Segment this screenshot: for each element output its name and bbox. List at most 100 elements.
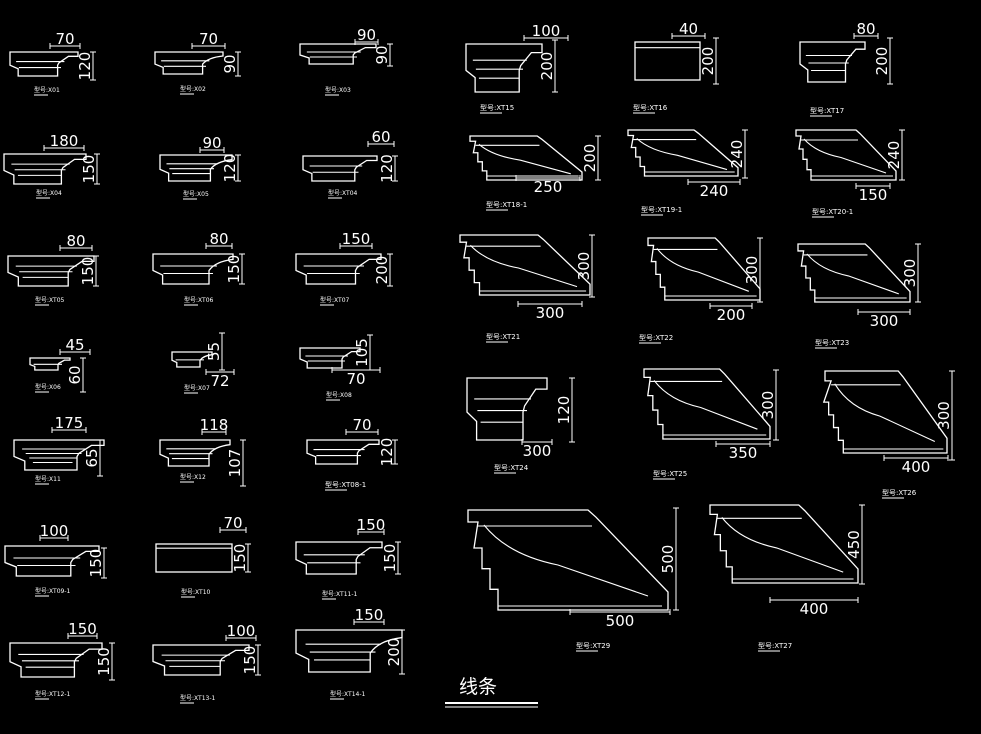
dimension-width-label: 500 xyxy=(606,612,635,630)
profile-outline xyxy=(469,135,583,181)
profile-outline xyxy=(465,43,543,93)
dimension-height-label: 150 xyxy=(79,257,97,286)
profile-caption: 型号:X12 xyxy=(180,473,206,481)
dimension-height-label: 90 xyxy=(221,54,239,73)
dimension-width-label: 90 xyxy=(202,134,221,152)
dimension-height-label: 150 xyxy=(381,544,399,573)
profile-caption: 型号:XT23 xyxy=(815,338,849,347)
profile-caption: 型号:XT19-1 xyxy=(641,205,682,214)
dimension-height-label: 200 xyxy=(373,256,391,285)
dimension-height-label: 200 xyxy=(581,144,599,173)
dimension-width-label: 150 xyxy=(859,186,888,204)
profile-caption: 型号:XT24 xyxy=(494,463,529,472)
dimension-width-label: 300 xyxy=(870,312,899,330)
dimension-width-label: 90 xyxy=(357,26,376,44)
profile-caption: 型号:XT27 xyxy=(758,641,792,650)
dimension-width-label: 70 xyxy=(352,416,371,434)
profile-caption: 型号:XT06 xyxy=(184,296,214,304)
dimension-height-label: 450 xyxy=(845,530,863,559)
dimension-width-label: 175 xyxy=(55,414,84,432)
dimension-width-label: 180 xyxy=(50,132,79,150)
dimension-height-label: 120 xyxy=(378,438,396,467)
profile-inner-line xyxy=(656,248,749,292)
profile-caption: 型号:X11 xyxy=(35,475,61,483)
profile-outline xyxy=(466,377,548,441)
profile-caption: 型号:XT15 xyxy=(480,103,514,112)
profile-inner-line xyxy=(483,524,649,597)
dimension-height-label: 200 xyxy=(538,52,556,81)
dimension-height-label: 300 xyxy=(743,256,761,285)
profile-caption: 型号:X08 xyxy=(326,391,352,399)
dimension-height-label: 150 xyxy=(87,549,105,578)
dimension-height-label: 200 xyxy=(873,47,891,76)
profile-outline xyxy=(159,439,231,467)
profile-outline xyxy=(797,243,911,303)
dimension-height-label: 200 xyxy=(385,638,403,667)
profile-inner-line xyxy=(653,380,758,430)
profile-outline xyxy=(171,351,213,368)
dimension-height-label: 200 xyxy=(699,47,717,76)
profile-outline xyxy=(822,370,948,454)
profile-outline xyxy=(295,629,403,673)
dimension-width-label: 350 xyxy=(729,444,758,462)
dimension-width-label: 100 xyxy=(227,622,256,640)
dimension-width-label: 80 xyxy=(856,20,875,38)
dimension-width-label: 40 xyxy=(679,20,698,38)
dimension-width-label: 150 xyxy=(357,516,386,534)
profile-inner-line xyxy=(636,138,728,171)
profile-caption: 型号:XT14-1 xyxy=(330,690,365,698)
profile-caption: 型号:XT12-1 xyxy=(35,690,70,698)
drawing-title-block: 线条 xyxy=(445,676,538,708)
profile-caption: 型号:XT21 xyxy=(486,332,520,341)
dimension-width-label: 100 xyxy=(532,22,561,40)
profile-outline xyxy=(795,129,897,181)
dimension-width-label: 70 xyxy=(346,370,365,388)
profile-caption: 型号:XT05 xyxy=(35,296,65,304)
dimension-width-label: 72 xyxy=(210,372,229,390)
profile-inner-line xyxy=(721,517,844,573)
dimension-height-label: 150 xyxy=(225,255,243,284)
dimension-height-label: 300 xyxy=(759,391,777,420)
profile-caption: 型号:XT08-1 xyxy=(325,480,366,489)
profile-caption: 型号:X07 xyxy=(184,384,210,392)
dimension-width-label: 70 xyxy=(223,514,242,532)
drawing-title: 线条 xyxy=(459,676,497,698)
profile-caption: 型号:X03 xyxy=(325,86,351,94)
profile-caption: 型号:XT09-1 xyxy=(35,587,70,595)
dimension-height-label: 120 xyxy=(378,154,396,183)
dimension-height-label: 150 xyxy=(80,155,98,184)
profile-outline xyxy=(647,237,761,301)
dimension-width-label: 150 xyxy=(68,620,97,638)
profile-inner-line xyxy=(478,143,571,175)
profile-caption: 型号:X01 xyxy=(34,86,60,94)
dimension-height-label: 120 xyxy=(555,396,573,425)
profile-inner-line xyxy=(806,253,899,295)
profile-caption: 型号:X04 xyxy=(36,189,62,197)
dimension-height-label: 300 xyxy=(901,259,919,288)
dimension-height-label: 107 xyxy=(226,449,244,478)
profile-caption: 型号:XT10 xyxy=(181,588,211,596)
dimension-height-label: 150 xyxy=(95,647,113,676)
dimension-width-label: 70 xyxy=(199,30,218,48)
profile-inner-line xyxy=(834,383,936,443)
dimension-width-label: 400 xyxy=(800,600,829,618)
